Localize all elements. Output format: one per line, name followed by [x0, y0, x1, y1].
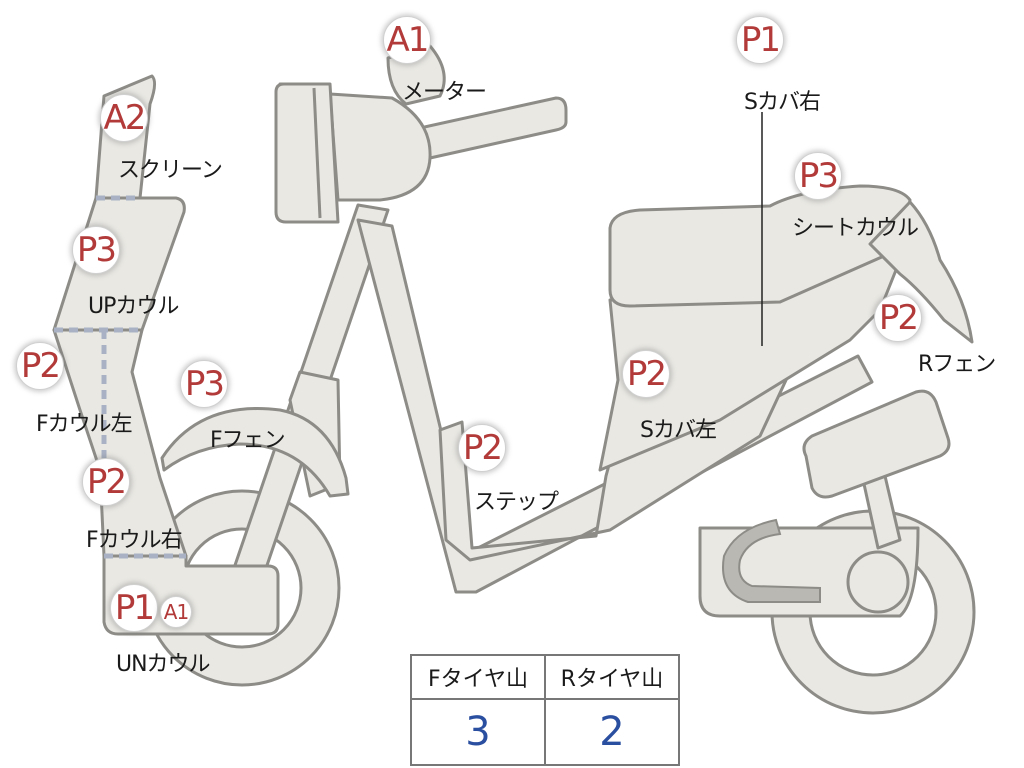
muffler — [802, 389, 951, 499]
screen-grade-badge: A2 — [100, 94, 148, 142]
tire-table-header-row: Fタイヤ山 Rタイヤ山 — [410, 654, 680, 700]
rear-tire-value: 2 — [544, 698, 680, 766]
meter-grade-badge: A1 — [383, 16, 431, 64]
s-cover-left-grade-badge: P2 — [622, 350, 670, 398]
s-cover-right-grade-badge: P1 — [736, 16, 784, 64]
front-tire-header: Fタイヤ山 — [410, 654, 546, 700]
seat — [608, 184, 912, 308]
tire-tread-table: Fタイヤ山 Rタイヤ山 3 2 — [410, 654, 680, 766]
un-cowl-grade-badge: P1 — [110, 584, 158, 632]
f-cowl-left-label: Fカウル左 — [36, 412, 133, 437]
front-fender-part — [160, 407, 350, 498]
step-grade-badge: P2 — [458, 424, 506, 472]
r-fender-grade-badge: P2 — [874, 294, 922, 342]
seat-cowl-label: シートカウル — [792, 216, 919, 241]
step-label: ステップ — [474, 490, 559, 515]
front-tire-value: 3 — [410, 698, 546, 766]
handle-head — [328, 92, 432, 202]
rear-tire-header: Rタイヤ山 — [544, 654, 680, 700]
un-cowl-label: UNカウル — [116, 652, 211, 677]
f-cowl-right-label: Fカウル右 — [86, 528, 183, 553]
s-cover-left-label: Sカバ左 — [640, 418, 717, 443]
f-fender-grade-badge: P3 — [180, 360, 228, 408]
up-cowl-label: UPカウル — [88, 294, 179, 319]
tire-table-value-row: 3 2 — [410, 698, 680, 766]
tail-cowl — [868, 200, 974, 344]
f-cowl-left-grade-badge: P2 — [16, 342, 64, 390]
s-cover-right-label: Sカバ右 — [744, 90, 821, 115]
seat-cowl-grade-badge: P3 — [794, 152, 842, 200]
meter-label: メーター — [402, 80, 487, 105]
grip — [274, 82, 340, 224]
f-fender-label: Fフェン — [210, 428, 286, 453]
handlebar — [418, 96, 568, 160]
un-cowl-grade-badge-secondary: A1 — [160, 596, 192, 628]
rear-hub — [846, 550, 910, 614]
screen-label: スクリーン — [118, 158, 223, 183]
up-cowl-grade-badge: P3 — [72, 226, 120, 274]
r-fender-label: Rフェン — [918, 352, 996, 377]
f-cowl-right-grade-badge: P2 — [82, 458, 130, 506]
exhaust-pipe — [722, 518, 821, 603]
